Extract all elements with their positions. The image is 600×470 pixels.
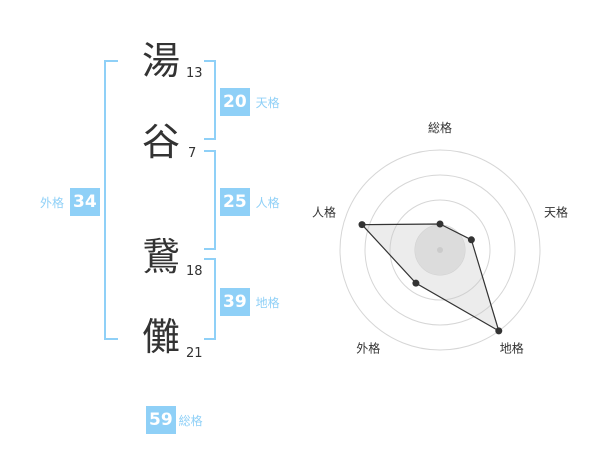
radar-point-4 (412, 279, 420, 287)
jinkaku-label: 人格 (255, 195, 280, 210)
stroke-count-3: 18 (186, 264, 203, 279)
radar-axis-label-4: 外格 (356, 341, 380, 356)
radar-axis-label-1: 総格 (428, 120, 452, 135)
chikaku-label: 地格 (255, 295, 280, 310)
radar-axis-label-5: 人格 (312, 204, 336, 219)
soukaku-badge: 59 総格 (146, 406, 203, 434)
gaikaku-value: 34 (70, 188, 100, 216)
radar-point-5 (358, 221, 366, 229)
name-char-1: 湯 (142, 39, 181, 83)
gaikaku-label: 外格 (40, 195, 65, 210)
chikaku-bracket (204, 258, 216, 340)
soukaku-label: 総格 (178, 413, 203, 428)
radar-axis-label-3: 地格 (500, 341, 524, 356)
stroke-count-4: 21 (186, 346, 203, 361)
tenkaku-label: 天格 (255, 95, 280, 110)
radar-point-3 (495, 327, 503, 335)
jinkaku-value: 25 (220, 188, 250, 216)
tenkaku-bracket (204, 60, 216, 140)
gaikaku-bracket (104, 60, 118, 340)
radar-ring-3 (364, 174, 516, 326)
radar-axis-label-2: 天格 (544, 204, 568, 219)
soukaku-value: 59 (146, 406, 176, 434)
stroke-count-2: 7 (188, 146, 197, 161)
name-char-3: 鵞 (142, 235, 181, 279)
name-char-2: 谷 (142, 120, 181, 164)
radar-ring-4 (339, 149, 541, 351)
stroke-count-1: 13 (186, 66, 203, 81)
jinkaku-badge: 25 人格 (220, 188, 280, 216)
jinkaku-bracket (204, 150, 216, 250)
tenkaku-badge: 20 天格 (220, 88, 280, 116)
name-char-4: 儺 (142, 315, 181, 359)
radar-point-2 (467, 236, 475, 244)
chikaku-badge: 39 地格 (220, 288, 280, 316)
radar-ring-2 (389, 199, 491, 301)
radar-center-dot (437, 247, 443, 253)
chikaku-value: 39 (220, 288, 250, 316)
radar-series-polygon (360, 223, 500, 333)
gaikaku-badge: 外格 34 (40, 188, 100, 216)
radar-point-1 (436, 220, 444, 228)
tenkaku-value: 20 (220, 88, 250, 116)
